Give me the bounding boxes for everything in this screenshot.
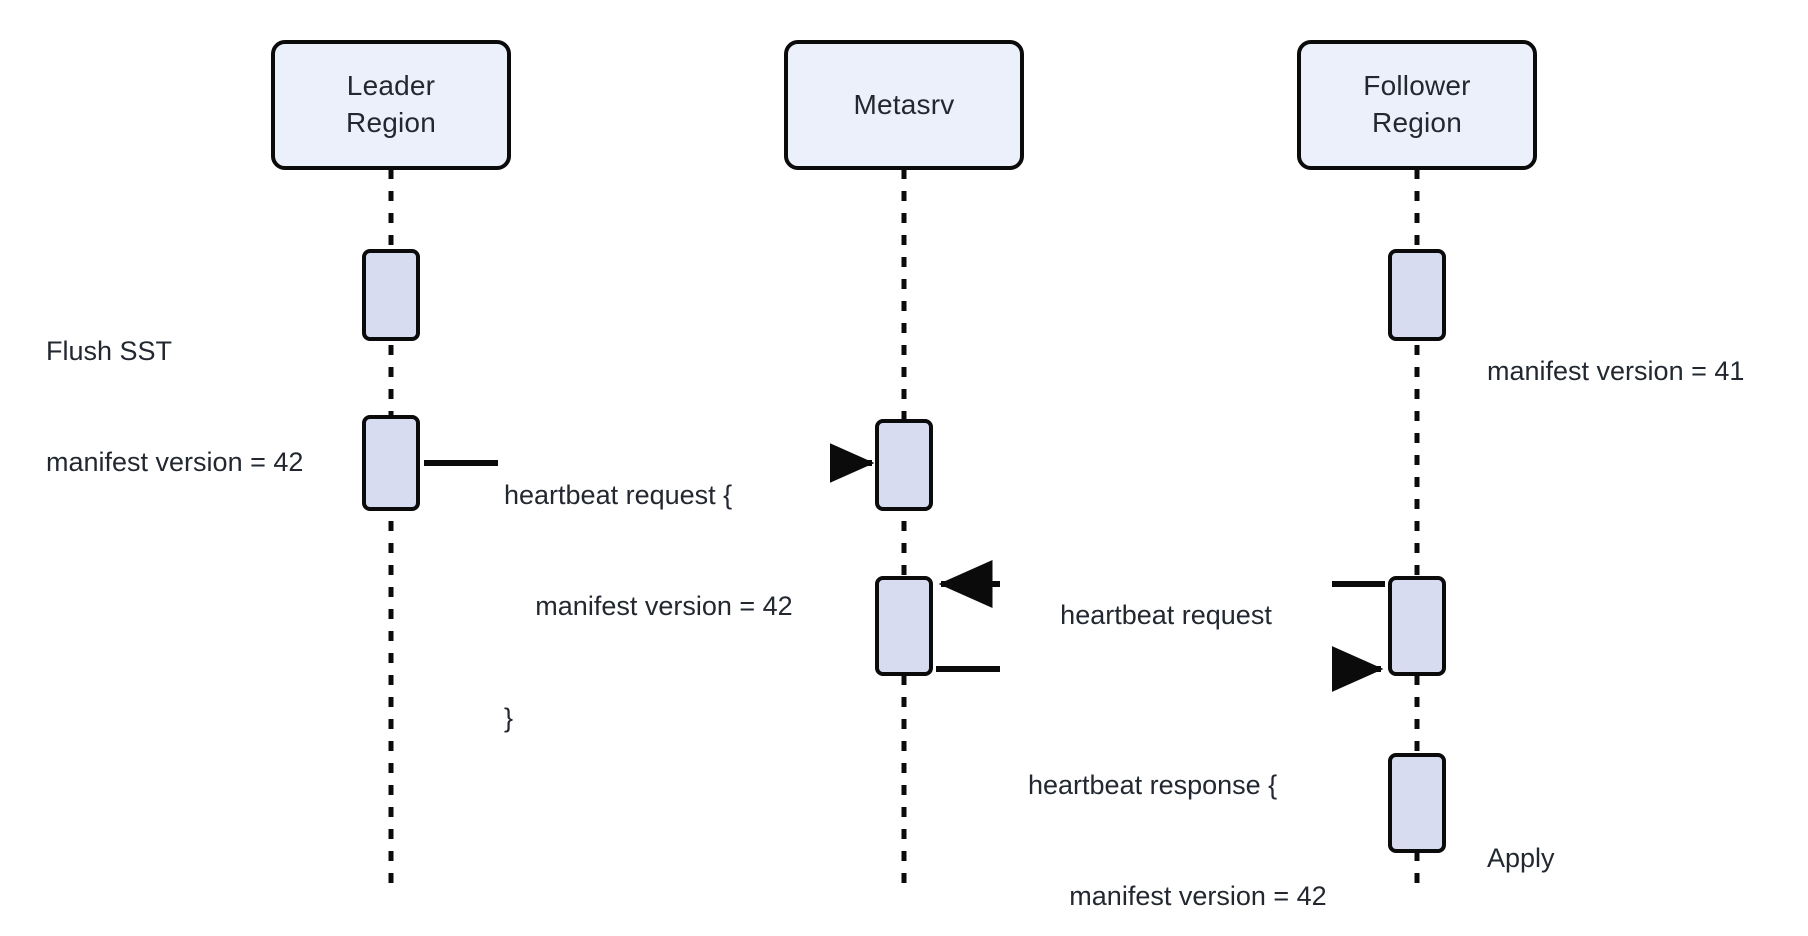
participant-follower-region[interactable]: Follower Region bbox=[1297, 40, 1537, 170]
participant-metasrv-label-line1: Metasrv bbox=[853, 88, 955, 120]
message-label-leader-to-metasrv-line3: } bbox=[504, 703, 514, 733]
note-flush-sst-line1: Flush SST bbox=[46, 335, 173, 366]
activation-follower-heartbeat bbox=[1388, 576, 1446, 676]
participant-follower-label-line2: Region bbox=[1372, 107, 1462, 138]
message-label-metasrv-to-follower-line2: manifest version = 42 bbox=[1069, 881, 1327, 912]
note-flush-sst: Flush SST manifest version = 42 bbox=[46, 258, 346, 556]
note-apply: Apply manifest version = 42 bbox=[1487, 765, 1807, 936]
activation-metasrv-heartbeat-in bbox=[875, 419, 933, 511]
activation-leader-heartbeat bbox=[362, 415, 420, 511]
note-apply-line1: Apply bbox=[1487, 842, 1555, 873]
message-label-follower-to-metasrv: heartbeat request bbox=[1000, 522, 1332, 709]
activation-follower-apply bbox=[1388, 753, 1446, 853]
activation-metasrv-heartbeat-exchange bbox=[875, 576, 933, 676]
activation-follower-version bbox=[1388, 249, 1446, 341]
message-label-metasrv-to-follower-line1: heartbeat response { bbox=[1028, 769, 1278, 800]
participant-leader-label-line2: Region bbox=[346, 107, 436, 138]
message-label-follower-to-metasrv-line1: heartbeat request bbox=[1060, 599, 1272, 630]
note-follower-manifest-version: manifest version = 41 bbox=[1487, 278, 1807, 464]
participant-leader-label-line1: Leader bbox=[346, 70, 436, 102]
message-label-metasrv-to-follower: heartbeat response { manifest version = … bbox=[1022, 692, 1374, 936]
participant-follower-label-line1: Follower bbox=[1363, 70, 1471, 102]
note-follower-manifest-version-line1: manifest version = 41 bbox=[1487, 355, 1745, 386]
message-label-leader-to-metasrv-line1: heartbeat request { bbox=[504, 479, 733, 510]
participant-leader-region[interactable]: Leader Region bbox=[271, 40, 511, 170]
activation-leader-flush bbox=[362, 249, 420, 341]
message-label-leader-to-metasrv: heartbeat request { manifest version = 4… bbox=[498, 402, 830, 812]
message-label-leader-to-metasrv-line2: manifest version = 42 bbox=[535, 591, 793, 622]
participant-metasrv[interactable]: Metasrv bbox=[784, 40, 1024, 170]
note-flush-sst-line2: manifest version = 42 bbox=[46, 447, 304, 478]
